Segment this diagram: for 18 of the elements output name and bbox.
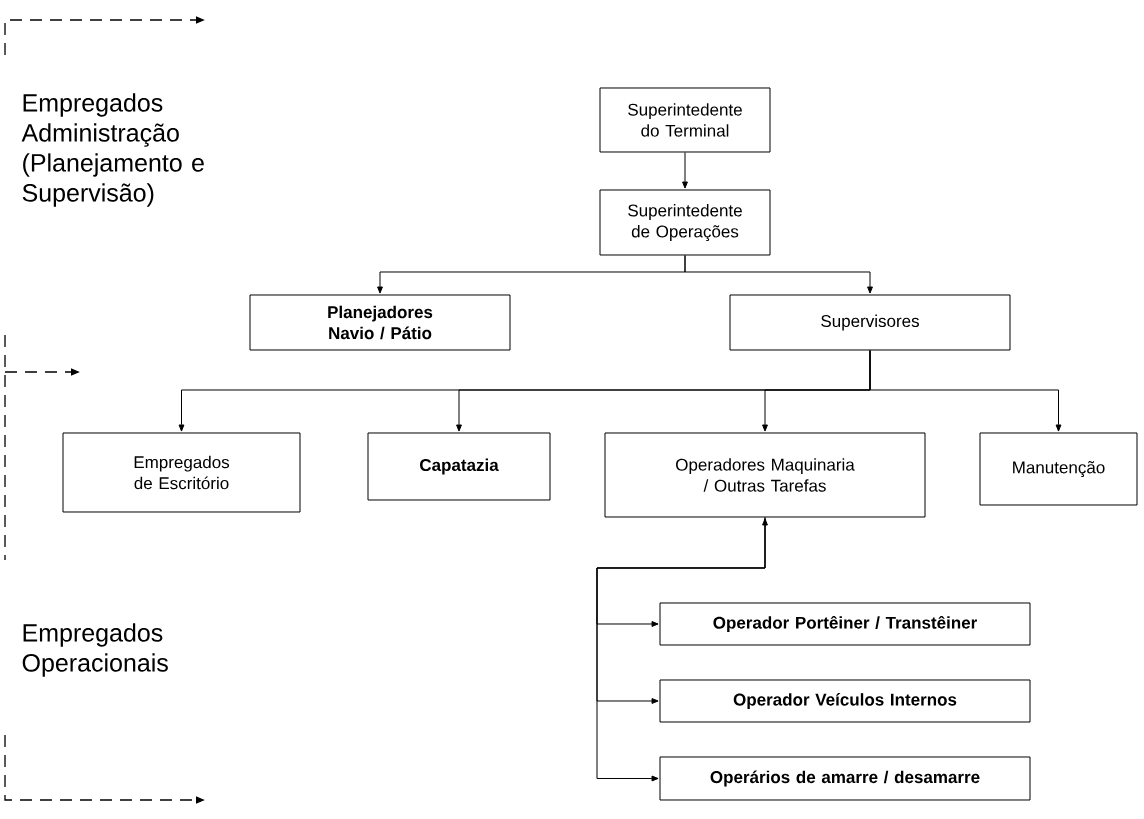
group-label: Empregados Operacionais	[22, 623, 168, 677]
org-box: Operadores Maquinaria / Outras Tarefas	[604, 432, 926, 518]
arrow	[682, 152, 688, 189]
org-box: Superintedente de Operações	[599, 189, 771, 256]
org-box: Operador Veículos Internos	[659, 679, 1031, 723]
org-box: Empregados de Escritório	[62, 432, 301, 513]
org-box: Superintedente do Terminal	[599, 87, 771, 153]
org-box: Supervisores	[729, 294, 1011, 351]
org-box: Operários de amarre / desamarre	[659, 756, 1031, 801]
arrow	[596, 517, 766, 782]
arrow	[869, 350, 1062, 432]
org-box: Manutenção	[979, 432, 1138, 506]
group-label: Empregados Administração (Planejamento e Supervisão)	[21, 93, 204, 207]
arrow	[684, 255, 873, 294]
arrow	[596, 518, 768, 627]
org-box: Operador Portêiner / Transtêiner	[659, 602, 1031, 646]
org-box: Capatazia	[367, 432, 551, 501]
org-box: Planejadores Navio / Pátio	[249, 294, 511, 351]
